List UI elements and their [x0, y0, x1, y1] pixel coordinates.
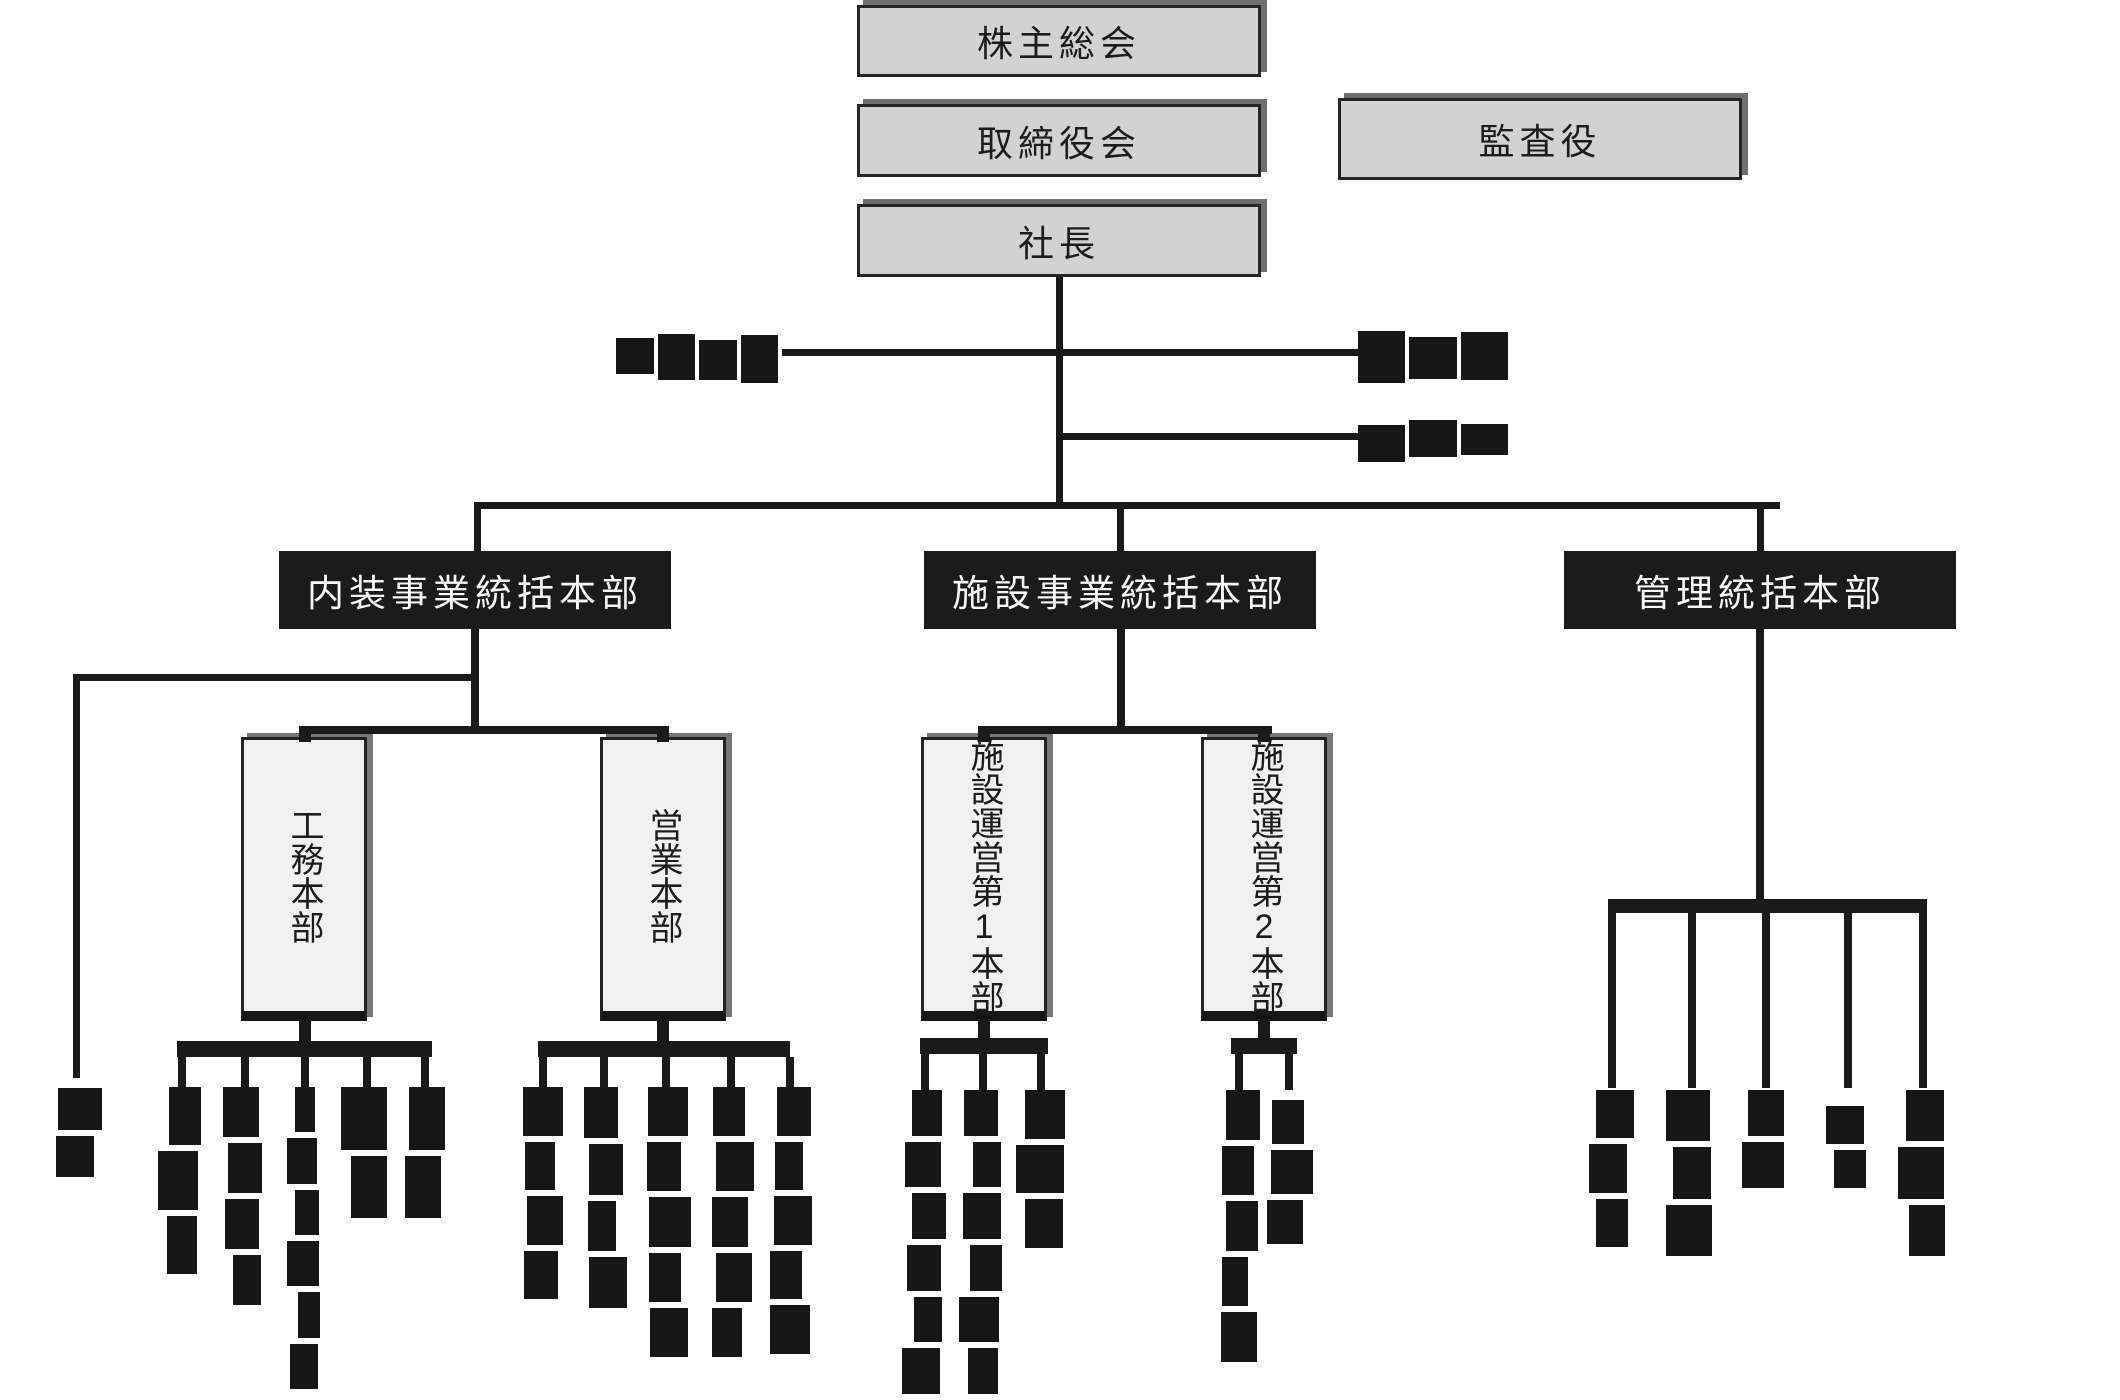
- connector-line: [299, 1019, 311, 1044]
- connector-line: [1844, 913, 1852, 1088]
- connector-line: [1037, 1054, 1045, 1090]
- redacted-label: [579, 1087, 629, 1314]
- connector-line: [978, 1019, 990, 1041]
- redacted-label: [765, 1087, 815, 1360]
- node-president: 社長: [857, 204, 1261, 277]
- connector-line: [474, 502, 481, 551]
- connector-line: [980, 726, 1272, 734]
- connector-line: [657, 726, 669, 742]
- connector-line: [1688, 913, 1696, 1088]
- connector-line: [301, 726, 667, 734]
- connector-line: [177, 1041, 432, 1057]
- node-engineering-hq: 工務本部: [241, 737, 367, 1021]
- redacted-label: [220, 1087, 270, 1311]
- node-auditor: 監査役: [1338, 98, 1742, 180]
- redacted-label: [1585, 1090, 1639, 1253]
- connector-line: [1117, 502, 1124, 551]
- connector-line: [539, 1057, 547, 1089]
- node-administration-division: 管理統括本部: [1564, 551, 1956, 629]
- node-shareholders-meeting: 株主総会: [857, 5, 1261, 77]
- connector-line: [1117, 629, 1125, 733]
- connector-line: [1608, 913, 1616, 1088]
- redacted-label: [1215, 1090, 1263, 1368]
- connector-line: [73, 674, 476, 681]
- connector-line: [1756, 629, 1764, 906]
- connector-line: [241, 1057, 249, 1089]
- connector-line: [600, 1057, 608, 1089]
- redacted-label: [1738, 1090, 1794, 1194]
- connector-line: [363, 1057, 371, 1089]
- connector-line: [1757, 502, 1764, 551]
- connector-line: [1059, 433, 1359, 440]
- node-facility-operation-2-hq: 施設運営第2本部: [1201, 737, 1327, 1021]
- redacted-label: [616, 330, 782, 384]
- redacted-label: [640, 1087, 692, 1363]
- redacted-label: [518, 1087, 568, 1305]
- node-interior-business-division: 内装事業統括本部: [279, 551, 671, 629]
- connector-line: [73, 674, 80, 1078]
- connector-line: [471, 629, 479, 733]
- connector-line: [978, 726, 990, 742]
- redacted-label: [48, 1088, 104, 1183]
- redacted-label: [1664, 1090, 1720, 1262]
- connector-line: [1608, 899, 1927, 913]
- connector-line: [662, 1057, 670, 1089]
- node-facility-operation-1-hq: 施設運営第1本部: [921, 737, 1047, 1021]
- node-board-of-directors: 取締役会: [857, 104, 1261, 177]
- connector-line: [299, 726, 311, 742]
- redacted-label: [1358, 415, 1512, 464]
- redacted-label: [1012, 1090, 1070, 1254]
- connector-line: [1235, 1054, 1243, 1090]
- redacted-label: [284, 1087, 326, 1395]
- redacted-label: [958, 1090, 1008, 1400]
- connector-line: [1231, 1038, 1297, 1054]
- connector-line: [1258, 726, 1270, 742]
- redacted-label: [1821, 1106, 1875, 1194]
- redacted-label: [705, 1087, 757, 1363]
- connector-line: [782, 349, 1358, 356]
- connector-line: [421, 1057, 429, 1089]
- redacted-label: [900, 1090, 950, 1400]
- connector-line: [727, 1057, 735, 1089]
- connector-line: [1762, 913, 1770, 1088]
- redacted-label: [157, 1087, 207, 1280]
- connector-line: [178, 1057, 186, 1089]
- connector-line: [538, 1041, 790, 1057]
- connector-line: [1258, 1019, 1270, 1041]
- node-sales-hq: 営業本部: [600, 737, 726, 1021]
- connector-line: [920, 1038, 1048, 1054]
- connector-line: [1285, 1054, 1293, 1090]
- connector-line: [1919, 913, 1927, 1088]
- connector-line: [474, 502, 1780, 509]
- connector-line: [301, 1057, 309, 1089]
- connector-line: [1056, 277, 1063, 509]
- redacted-label: [1262, 1100, 1316, 1250]
- redacted-label: [1358, 327, 1512, 385]
- redacted-label: [1895, 1090, 1951, 1262]
- connector-line: [979, 1054, 987, 1090]
- connector-line: [921, 1054, 929, 1090]
- node-facility-business-division: 施設事業統括本部: [924, 551, 1316, 629]
- connector-line: [786, 1057, 794, 1089]
- redacted-label: [339, 1087, 395, 1224]
- redacted-label: [399, 1087, 451, 1224]
- connector-line: [657, 1019, 669, 1044]
